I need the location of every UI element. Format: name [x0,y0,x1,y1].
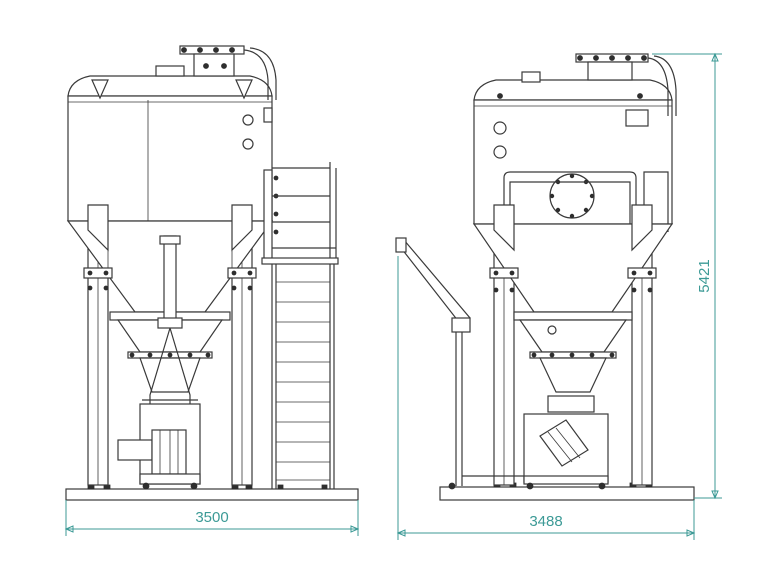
front-brackets [83,204,257,291]
side-base-plate [439,486,695,501]
side-discharge-hopper [539,357,607,393]
front-sight-port-lower [242,138,254,150]
side-width-dimension [396,256,696,540]
front-base-plate [65,488,359,501]
side-brackets [489,204,657,293]
front-width-dimension [64,500,360,536]
side-silo-roof [473,79,673,101]
front-silo-roof [67,75,273,97]
front-view: 3500 [64,45,360,536]
side-width-label: 3488 [529,513,562,530]
front-foot-bolts [87,484,328,490]
height-dimension [652,52,722,500]
front-sight-port-upper [242,114,254,126]
side-roof-fittings [497,53,677,127]
front-lifting-lug-left [91,79,109,100]
side-port-upper [493,121,507,135]
front-width-label: 3500 [195,509,228,526]
side-view: 3488 5421 [395,52,722,540]
side-port-lower [493,145,507,159]
height-label: 5421 [696,259,713,292]
side-inclined-conveyor [395,237,524,490]
front-discharge-hopper [139,357,201,393]
front-feeder-frame [117,403,201,490]
front-ladder-platform [261,162,339,489]
front-silo-body [67,95,273,222]
front-lifting-lug-right [235,79,253,100]
side-feeder [523,395,609,490]
front-roof-fittings [155,45,277,100]
